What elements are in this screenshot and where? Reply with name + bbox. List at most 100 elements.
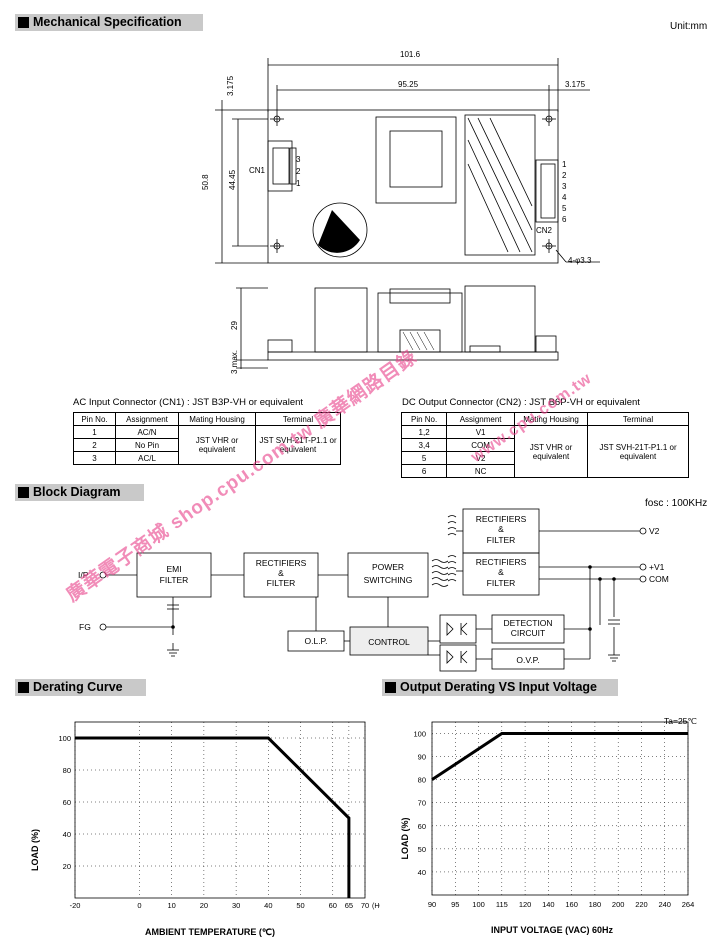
cn2-pin: 2 — [562, 171, 567, 180]
x-tick-label: 120 — [519, 900, 532, 909]
section-bullet-icon — [18, 682, 29, 693]
x-tick-label: 115 — [496, 900, 508, 909]
assignment-cell: NC — [446, 464, 515, 478]
derating-chart: -2001020304050606570(HORIZONTAL)20406080… — [30, 721, 380, 937]
com-label: COM — [649, 574, 669, 584]
x-tick-label: 160 — [565, 900, 578, 909]
ip-label: I/P — [78, 570, 89, 580]
y-tick-label: 40 — [418, 868, 426, 877]
x-tick-label: 180 — [589, 900, 602, 909]
cn1-pin: 3 — [296, 155, 301, 164]
mech-title-text: Mechanical Specification — [33, 15, 182, 29]
section-bullet-icon — [385, 682, 396, 693]
table-header-row: Pin No. Assignment Mating Housing Termin… — [400, 412, 689, 426]
pin-no-cell: 1,2 — [400, 425, 448, 439]
pin-no-cell: 3 — [72, 451, 117, 465]
detection-text: CIRCUIT — [511, 628, 545, 638]
x-tick-label: 70 — [361, 901, 369, 910]
dim-29: 29 — [230, 321, 239, 330]
rectifiers-text: & — [498, 524, 504, 534]
pin-no-cell: 3,4 — [400, 438, 448, 452]
assignment-cell: AC/L — [115, 451, 179, 465]
x-tick-label: 140 — [542, 900, 555, 909]
ac-connector-table: Pin No. Assignment Mating Housing Termin… — [72, 412, 341, 465]
emi-text: FILTER — [160, 575, 189, 585]
x-tick-label: 95 — [451, 900, 459, 909]
section-bullet-icon — [18, 487, 29, 498]
derating-line — [75, 736, 351, 898]
plot-frame — [431, 721, 689, 896]
x-tick-label: 65 — [345, 901, 353, 910]
rectifiers-text: & — [498, 567, 504, 577]
table-header: Pin No. — [400, 412, 448, 426]
dim-3-175-right: 3.175 — [565, 80, 586, 89]
table-header-row: Pin No. Assignment Mating Housing Termin… — [72, 412, 341, 426]
mech-section-title: Mechanical Specification — [15, 14, 203, 31]
x-tick-label: 40 — [264, 901, 272, 910]
pin-no-cell: 6 — [400, 464, 448, 478]
table-row: 3 AC/L — [72, 451, 341, 465]
cn2-pin: 5 — [562, 204, 567, 213]
table-header: Terminal — [587, 412, 689, 426]
y-tick-label: 20 — [63, 862, 71, 871]
y-tick-label: 60 — [418, 822, 426, 831]
cn1-label: CN1 — [249, 166, 266, 175]
x-tick-label: 20 — [200, 901, 208, 910]
y-tick-label: 100 — [413, 730, 426, 739]
fg-label: FG — [79, 622, 91, 632]
table-header: Pin No. — [72, 412, 117, 426]
y-tick-label: 60 — [63, 798, 71, 807]
terminal-cell: JST SVH-21T-P1.1 or equivalent — [587, 425, 689, 478]
dc-connector-caption: DC Output Connector (CN2) : JST B6P-VH o… — [402, 397, 640, 408]
dim-44-45: 44.45 — [228, 169, 237, 190]
block-diagram: EMI FILTER RECTIFIERS & FILTER POWER SWI… — [78, 508, 669, 672]
v2-label: V2 — [649, 526, 660, 536]
x-tick-label: 220 — [635, 900, 648, 909]
dim-3-175-left: 3.175 — [226, 75, 235, 96]
dim-50-8: 50.8 — [201, 174, 210, 190]
x-tick-label: 264 — [682, 900, 695, 909]
table-row: 1 AC/N JST VHR or equivalent JST SVH-21T… — [72, 425, 341, 465]
power-switching-text: SWITCHING — [364, 575, 413, 585]
x-tick-label: 50 — [296, 901, 304, 910]
assignment-cell: No Pin — [115, 438, 179, 452]
table-row: 5 V2 — [400, 451, 689, 465]
pin-no-cell: 2 — [72, 438, 117, 452]
y-axis-label: LOAD (%) — [30, 829, 40, 871]
mating-housing-cell: JST VHR or equivalent — [514, 425, 588, 478]
rectifiers-text: FILTER — [267, 578, 296, 588]
cn1-pin: 2 — [296, 167, 301, 176]
rectifiers-text: RECTIFIERS — [476, 514, 527, 524]
ta-label: Ta=25℃ — [664, 716, 697, 726]
x-tick-label: 100 — [472, 900, 485, 909]
x-tick-label: 30 — [232, 901, 240, 910]
x-axis-label: AMBIENT TEMPERATURE (℃) — [145, 927, 275, 937]
detection-text: DETECTION — [503, 618, 552, 628]
block-section-title: Block Diagram — [15, 484, 144, 501]
dim-95-25: 95.25 — [398, 80, 419, 89]
cn1-pin: 1 — [296, 179, 301, 188]
dim-hole: 4-φ3.3 — [568, 256, 592, 265]
unit-label: Unit:mm — [670, 21, 708, 32]
y-tick-label: 80 — [63, 766, 71, 775]
power-switching-text: POWER — [372, 562, 404, 572]
cn2-pin: 4 — [562, 193, 567, 202]
derating-title-text: Derating Curve — [33, 680, 123, 694]
emi-text: EMI — [166, 564, 181, 574]
assignment-cell: AC/N — [115, 425, 179, 439]
derating-section-title: Derating Curve — [15, 679, 146, 696]
x-tick-label: 90 — [428, 900, 436, 909]
rectifiers-text: RECTIFIERS — [476, 557, 527, 567]
rectifiers-text: FILTER — [487, 535, 516, 545]
y-tick-label: 100 — [58, 734, 71, 743]
cn2-pin: 6 — [562, 215, 567, 224]
cn2-pin: 3 — [562, 182, 567, 191]
terminal-cell: JST SVH-21T-P1.1 or equivalent — [255, 425, 341, 465]
table-header: Assignment — [115, 412, 179, 426]
x-tick-label: -20 — [70, 901, 81, 910]
dim-101-6: 101.6 — [400, 50, 421, 59]
y-tick-label: 50 — [418, 845, 426, 854]
x-tick-label: 60 — [329, 901, 337, 910]
section-bullet-icon — [18, 17, 29, 28]
dc-connector-table: Pin No. Assignment Mating Housing Termin… — [400, 412, 689, 478]
